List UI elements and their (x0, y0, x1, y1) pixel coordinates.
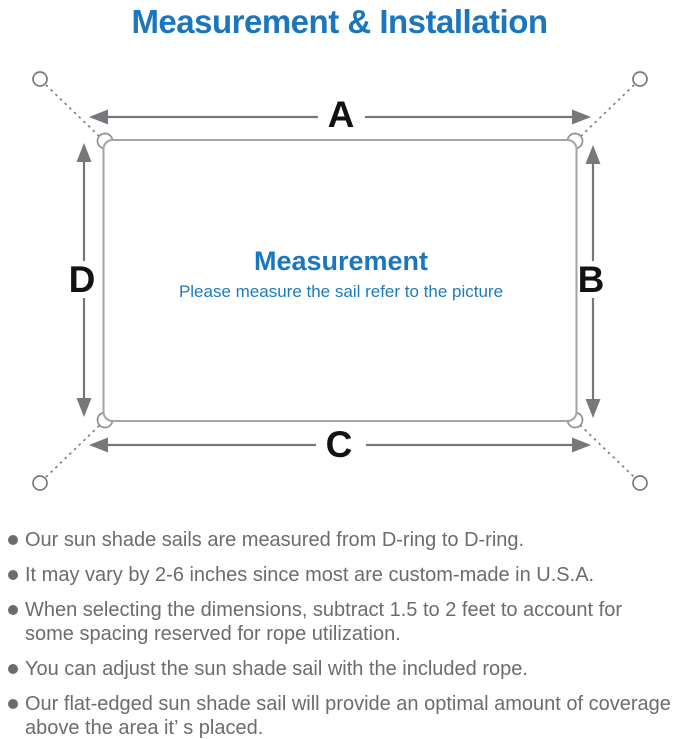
page-title: Measurement & Installation (131, 3, 548, 40)
note-item: It may vary by 2-6 inches since most are… (8, 563, 671, 587)
note-text: You can adjust the sun shade sail with t… (25, 658, 528, 680)
note-text: Our sun shade sails are measured from D-… (25, 529, 525, 551)
bullet-icon (8, 570, 18, 580)
bullet-icon (8, 664, 18, 674)
note-item: Our sun shade sails are measured from D-… (8, 528, 671, 552)
dimension-c-arrowhead-left (89, 437, 108, 453)
dimension-a-arrowhead-right (572, 109, 591, 125)
note-item: When selecting the dimensions, subtract … (8, 598, 671, 646)
note-text: When selecting the dimensions, subtract … (25, 599, 623, 645)
note-item: Our flat-edged sun shade sail will provi… (8, 692, 671, 739)
dimension-b-arrowhead-up (585, 145, 601, 164)
anchor-ring-bottom-right-icon (632, 475, 648, 491)
rope-dash-top-left (45, 84, 101, 138)
rope-dash-top-right (579, 84, 635, 138)
note-text: Our flat-edged sun shade sail will provi… (25, 693, 671, 739)
anchor-ring-bottom-left-icon (32, 475, 48, 491)
rope-dash-bottom-right (579, 424, 635, 478)
bullet-icon (8, 535, 18, 545)
sail-measurement-diagram: A C D B Measurement Please measure the s… (32, 71, 648, 491)
dimension-label-d: D (69, 259, 96, 300)
note-text: It may vary by 2-6 inches since most are… (25, 564, 595, 586)
dimension-d-arrowhead-down (76, 398, 92, 417)
dimension-b-arrowhead-down (585, 399, 601, 418)
dimension-c-arrowhead-right (572, 437, 591, 453)
sail-outline (102, 139, 578, 422)
dimension-a-arrowhead-left (89, 109, 108, 125)
notes-list: Our sun shade sails are measured from D-… (8, 528, 671, 739)
note-item: You can adjust the sun shade sail with t… (8, 657, 671, 681)
dimension-d-arrowhead-up (76, 143, 92, 162)
dimension-label-c: C (326, 424, 353, 465)
anchor-ring-top-right-icon (632, 71, 648, 87)
bullet-icon (8, 605, 18, 615)
anchor-ring-top-left-icon (32, 71, 48, 87)
diagram-center-subtitle: Please measure the sail refer to the pic… (179, 282, 503, 301)
rope-dash-bottom-left (45, 424, 101, 478)
dimension-label-b: B (578, 259, 605, 300)
bullet-icon (8, 699, 18, 709)
diagram-center-title: Measurement (254, 246, 428, 276)
dimension-label-a: A (328, 94, 355, 135)
